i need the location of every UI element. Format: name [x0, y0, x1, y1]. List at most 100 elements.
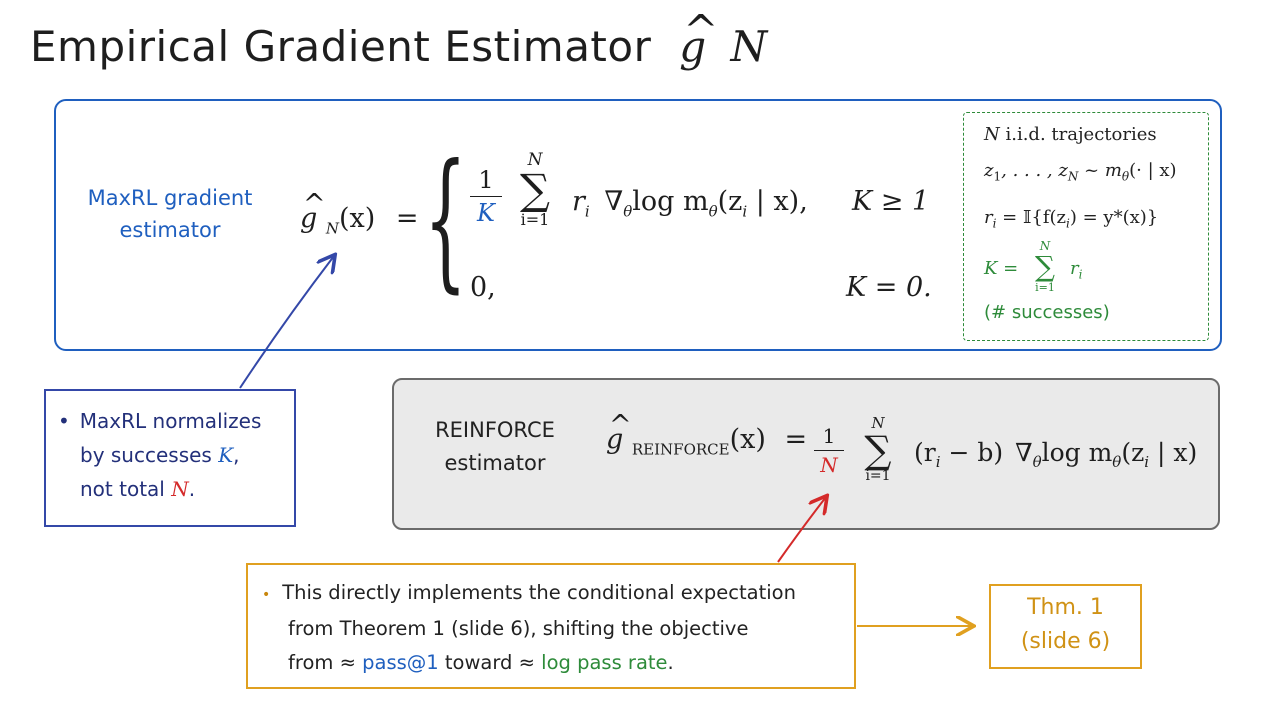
def-r-term: ri [1070, 258, 1082, 282]
reinforce-sum: N ∑ i=1 [854, 414, 902, 484]
def-z: z [984, 160, 994, 181]
def-k: K = [984, 258, 1019, 279]
reinforce-lhs: ^ g REINFORCE(x) = [606, 410, 807, 459]
maxrl-note-n: N [171, 477, 189, 501]
def-r-term-r: r [1070, 258, 1079, 279]
theorem-note-line2: from Theorem 1 (slide 6), shifting the o… [262, 612, 796, 646]
maxrl-sum: N ∑ i=1 [510, 150, 560, 229]
def-sum-bottom: i=1 [1035, 281, 1055, 294]
maxrl-arg-end: | x), [747, 186, 808, 217]
reinforce-r-open: (r [914, 438, 936, 467]
theorem-note-toward: toward ≈ [438, 651, 542, 674]
reinforce-baseline: − b) [940, 438, 1004, 467]
maxrl-frac-num: 1 [478, 166, 494, 194]
def-m-sub: θ [1121, 169, 1130, 184]
maxrl-arg: (z [717, 186, 743, 217]
page-title: Empirical Gradient Estimator ^ g N [30, 6, 768, 71]
reinforce-label-line1: REINFORCE [435, 418, 555, 442]
def-line3: ri = 𝕀{f(zi) = y*(x)} [984, 207, 1158, 231]
def-sum-symbol: ∑ [1035, 250, 1055, 283]
theorem-reference-line1: Thm. 1 [1027, 595, 1104, 620]
maxrl-hat: ^ [303, 189, 326, 220]
def-dots: , . . . , z [1001, 160, 1068, 181]
maxrl-g-hat: ^ g [300, 189, 326, 234]
maxrl-log: log m [632, 186, 709, 217]
def-line5: (# successes) [984, 302, 1110, 323]
reinforce-r-sub: i [935, 453, 941, 471]
reinforce-grad: ∇ [1015, 438, 1033, 467]
def-zn-sub: N [1067, 169, 1079, 184]
reinforce-g: g [606, 424, 624, 455]
reinforce-frac-num: 1 [822, 424, 836, 448]
reinforce-arg: (z [1121, 438, 1145, 467]
maxrl-case2-condition: K = 0. [846, 272, 932, 303]
reinforce-sum-top: N [871, 414, 885, 432]
def-r-sub: i [992, 216, 997, 231]
reinforce-label: REINFORCE estimator [410, 414, 580, 480]
def-indicator-sub: i [1066, 216, 1070, 231]
theorem-note-line2-text: from Theorem 1 (slide 6), shifting the o… [288, 617, 749, 640]
def-n: N [984, 124, 1000, 145]
reinforce-label-line2: estimator [444, 451, 546, 475]
theorem-note-box [246, 563, 856, 689]
reinforce-grad-sub: θ [1032, 453, 1042, 471]
theorem-reference: Thm. 1 (slide 6) [989, 591, 1142, 659]
reinforce-fraction: 1 N [814, 424, 844, 477]
def-sum: N ∑ i=1 [1028, 240, 1062, 293]
arrow-note-to-maxrl [239, 256, 334, 389]
theorem-note-line1-text: This directly implements the conditional… [282, 581, 796, 604]
maxrl-note-bullet: • [58, 409, 70, 433]
def-z-sub: 1 [993, 169, 1002, 184]
reinforce-sum-symbol: ∑ [864, 428, 892, 472]
maxrl-label: MaxRL gradient estimator [70, 182, 270, 246]
theorem-note-line3: from ≈ pass@1 toward ≈ log pass rate. [262, 646, 796, 680]
arrow-note-to-reinforce-n [777, 497, 826, 563]
reinforce-g-sub: REINFORCE [631, 440, 730, 459]
maxrl-r: r [572, 186, 585, 217]
theorem-note-bullet: • [262, 587, 271, 603]
maxrl-frac-den: K [477, 199, 495, 227]
maxrl-note-k: K [218, 443, 234, 467]
def-sum-top: N [1039, 239, 1051, 253]
maxrl-r-sub: i [584, 202, 590, 221]
reinforce-term: (ri − b) ∇θlog mθ(zi | x) [914, 438, 1197, 471]
reinforce-log: log m [1041, 438, 1113, 467]
def-r: r [984, 207, 993, 228]
def-indicator-end: ) = y*(x)} [1069, 207, 1159, 228]
theorem-note-log-pass-rate: log pass rate [541, 651, 668, 674]
maxrl-arg-sub: i [742, 202, 748, 221]
theorem-reference-line2: (slide 6) [1020, 629, 1111, 654]
def-m-arg: (· | x) [1129, 160, 1177, 181]
def-line1-text: i.i.d. trajectories [999, 124, 1157, 145]
theorem-note-line3-text: from ≈ [288, 651, 363, 674]
maxrl-note-line3-text: not total [80, 477, 172, 501]
theorem-note-line3-end: . [667, 651, 674, 674]
maxrl-grad-sub: θ [623, 202, 633, 221]
reinforce-hat: ^ [609, 410, 632, 441]
reinforce-g-hat: ^ g [606, 410, 632, 455]
def-r-term-sub: i [1078, 267, 1083, 282]
reinforce-m-sub: θ [1112, 453, 1122, 471]
maxrl-m-sub: θ [708, 202, 718, 221]
title-g: g [679, 22, 707, 71]
maxrl-fraction: 1 K [470, 166, 502, 227]
maxrl-note-line3-end: . [188, 477, 196, 501]
maxrl-term: ri ∇θlog mθ(zi | x), [572, 186, 808, 220]
reinforce-frac-bar [814, 450, 844, 451]
maxrl-note: •MaxRL normalizes by successes K, not to… [58, 404, 288, 506]
maxrl-lhs: ^ g N(x) = [300, 189, 419, 238]
maxrl-case2-value: 0, [470, 272, 496, 303]
maxrl-grad: ∇ [604, 186, 624, 217]
def-line2: z1, . . . , zN ~ mθ(· | x) [984, 160, 1177, 184]
maxrl-g-sub: N [325, 219, 340, 238]
maxrl-note-line2-end: , [233, 443, 240, 467]
title-hat: ^ [683, 6, 719, 55]
maxrl-equals: = [395, 203, 419, 234]
reinforce-frac-den: N [820, 453, 838, 477]
maxrl-frac-bar [470, 196, 502, 197]
title-n: N [730, 22, 768, 71]
cases-brace: { [424, 133, 467, 307]
def-line1: N i.i.d. trajectories [984, 124, 1157, 145]
reinforce-sum-bottom: i=1 [865, 468, 891, 484]
maxrl-g: g [300, 203, 318, 234]
